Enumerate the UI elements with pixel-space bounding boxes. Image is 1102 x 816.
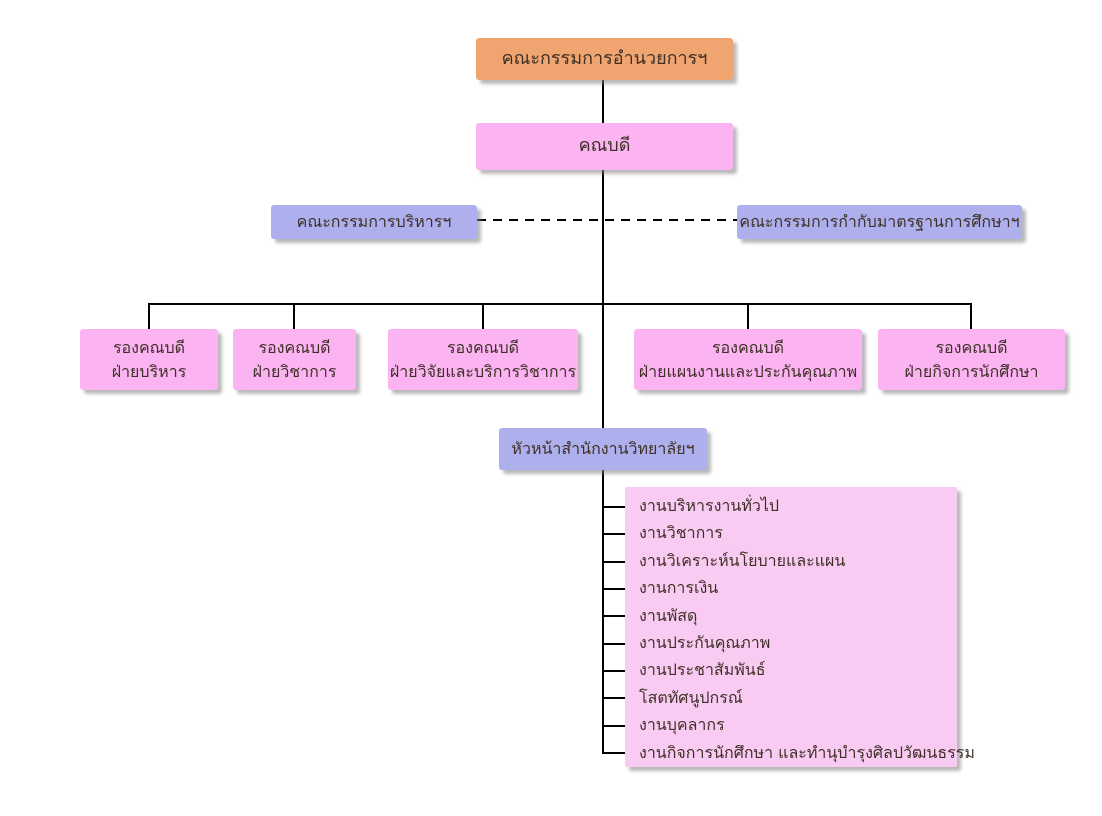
node-dean-label: คณบดี [578,135,631,157]
node-office-head: หัวหน้าสำนักงานวิทยาลัยฯ [499,428,707,470]
connector-drop-deputy-5 [970,303,972,331]
deputy-title: รองคณบดี [935,338,1008,358]
connector-drop-deputy-4 [747,303,749,331]
node-office-head-label: หัวหน้าสำนักงานวิทยาลัยฯ [511,439,695,459]
node-steering-committee-label: คณะกรรมการอำนวยการฯ [501,47,708,69]
office-unit-item: งานวิเคราะห์นโยบายและแผน [639,550,846,570]
office-unit-item: งานบุคลากร [639,715,725,735]
deputy-title: รองคณบดี [258,338,331,358]
deputy-division: ฝ่ายกิจการนักศึกษา [904,361,1039,381]
node-executive-committee-label: คณะกรรมการบริหารฯ [296,212,452,232]
connector-tick-unit-7 [602,670,627,672]
office-unit-item: งานกิจการนักศึกษา และทำนุบำรุงศิลปวัฒนธร… [639,742,975,762]
deputy-division: ฝ่ายแผนงานและประกันคุณภาพ [638,361,858,381]
office-unit-item: งานพัสดุ [639,605,698,625]
deputy-division: ฝ่ายบริหาร [111,361,187,381]
connector-tick-unit-4 [602,588,627,590]
node-deputy-dean-student-affairs: รองคณบดี ฝ่ายกิจการนักศึกษา [878,329,1065,390]
deputy-title: รองคณบดี [711,338,785,358]
node-executive-committee: คณะกรรมการบริหารฯ [271,205,477,239]
connector-tick-unit-10 [602,752,627,754]
deputy-title: รองคณบดี [446,338,520,358]
node-deputy-dean-academic: รองคณบดี ฝ่ายวิชาการ [233,329,356,390]
connector-steering-to-dean [602,80,604,123]
office-unit-item: งานบริหารงานทั่วไป [639,496,780,515]
node-deputy-dean-research-services: รองคณบดี ฝ่ายวิจัยและบริการวิชาการ [388,329,578,390]
connector-tick-unit-5 [602,615,627,617]
connector-dashed-committees [477,219,737,221]
connector-dean-trunk [602,170,604,428]
office-unit-item: โสตทัศนูปกรณ์ [639,687,743,707]
connector-tick-unit-8 [602,697,627,699]
office-unit-item: งานประกันคุณภาพ [639,633,771,653]
node-education-standards-committee: คณะกรรมการกำกับมาตรฐานการศึกษาฯ [737,205,1022,239]
connector-tick-unit-6 [602,643,627,645]
connector-drop-deputy-1 [148,303,150,331]
connector-drop-deputy-3 [482,303,484,331]
connector-office-trunk [602,470,604,754]
connector-tick-unit-1 [602,506,627,508]
office-unit-item: งานประชาสัมพันธ์ [639,660,766,680]
connector-tick-unit-3 [602,561,627,563]
deputy-division: ฝ่ายวิชาการ [252,361,337,381]
office-unit-item: งานวิชาการ [639,523,723,543]
connector-tick-unit-9 [602,725,627,727]
deputy-division: ฝ่ายวิจัยและบริการวิชาการ [389,361,577,381]
node-deputy-dean-administration: รองคณบดี ฝ่ายบริหาร [80,329,218,390]
office-units-panel: งานบริหารงานทั่วไป งานวิชาการ งานวิเคราะ… [625,487,975,767]
node-education-standards-committee-label: คณะกรรมการกำกับมาตรฐานการศึกษาฯ [739,212,1020,232]
node-deputy-dean-planning-quality: รองคณบดี ฝ่ายแผนงานและประกันคุณภาพ [634,329,862,390]
connector-drop-deputy-2 [293,303,295,331]
connector-deputies-crossbar [148,303,972,305]
deputy-title: รองคณบดี [112,338,186,358]
connector-tick-unit-2 [602,533,627,535]
office-unit-item: งานการเงิน [639,578,719,598]
node-dean: คณบดี [476,123,733,170]
node-steering-committee: คณะกรรมการอำนวยการฯ [476,38,733,80]
